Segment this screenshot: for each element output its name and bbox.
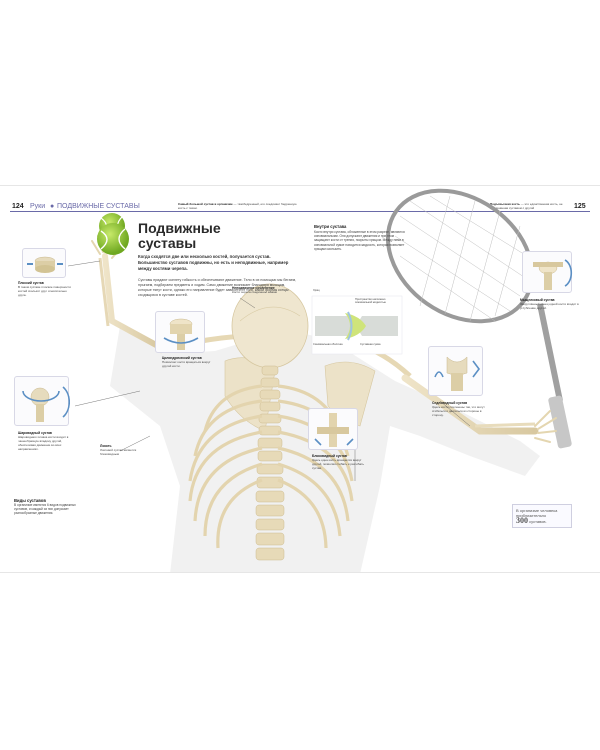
inside-text: Кости внутри сустава, обложенные в этом … xyxy=(314,230,405,251)
inside-heading: Внутри сустава xyxy=(314,224,347,229)
inside-joint-section: Внутри сустава Кости внутри сустава, обл… xyxy=(314,224,406,251)
page-number-left: 124 xyxy=(12,203,24,210)
joint-types-section: Виды суставов В организме имеются 6 видо… xyxy=(14,498,84,516)
fact-box: В организме человека приблизительно 300 … xyxy=(512,504,572,528)
body-text: Суставы придают скелету гибкость и обесп… xyxy=(138,278,297,297)
saddle-joint-icon xyxy=(428,346,483,396)
joint-types-heading: Виды суставов xyxy=(14,498,46,503)
tennis-ball-icon xyxy=(95,221,131,257)
joint-types-text: В организме имеются 6 видов подвижных су… xyxy=(14,503,76,516)
header-note-left: Самый большой сустав в организме — тазоб… xyxy=(178,202,297,210)
page-number-right: 125 xyxy=(574,203,586,210)
condyloid-joint-icon xyxy=(522,251,573,293)
page-title: Подвижные суставы xyxy=(138,220,221,251)
fact-text-before: В организме человека приблизительно xyxy=(516,508,558,518)
plane-joint-icon xyxy=(22,248,66,278)
label-joint-capsule: Суставная сумка xyxy=(360,343,381,346)
skeleton-illustration xyxy=(67,188,572,572)
intro-text: Когда сходятся две или несколько костей,… xyxy=(138,254,289,271)
label-cartilage: Хрящ xyxy=(313,289,320,292)
ball-joint-icon xyxy=(14,376,71,426)
header-note-right: Подъязычная кость — это единственная кос… xyxy=(490,202,563,210)
hinge-joint-icon xyxy=(155,311,205,353)
pivot-joint-icon xyxy=(308,408,358,450)
label-synovial-fluid: Пространство наполнено синовиальной жидк… xyxy=(355,298,386,304)
chapter-label: Руки xyxy=(30,203,46,210)
fact-number: 300 xyxy=(516,516,528,525)
fact-text-after: суставов. xyxy=(529,519,547,524)
book-spread: 124 Руки ● ПОДВИЖНЫЕ СУСТАВЫ Самый больш… xyxy=(0,185,600,573)
header-divider xyxy=(10,211,590,212)
bullet-icon: ● xyxy=(50,203,55,210)
label-synovial-membrane: Синовиальная оболочка xyxy=(313,343,343,346)
section-title: ПОДВИЖНЫЕ СУСТАВЫ xyxy=(57,203,140,210)
